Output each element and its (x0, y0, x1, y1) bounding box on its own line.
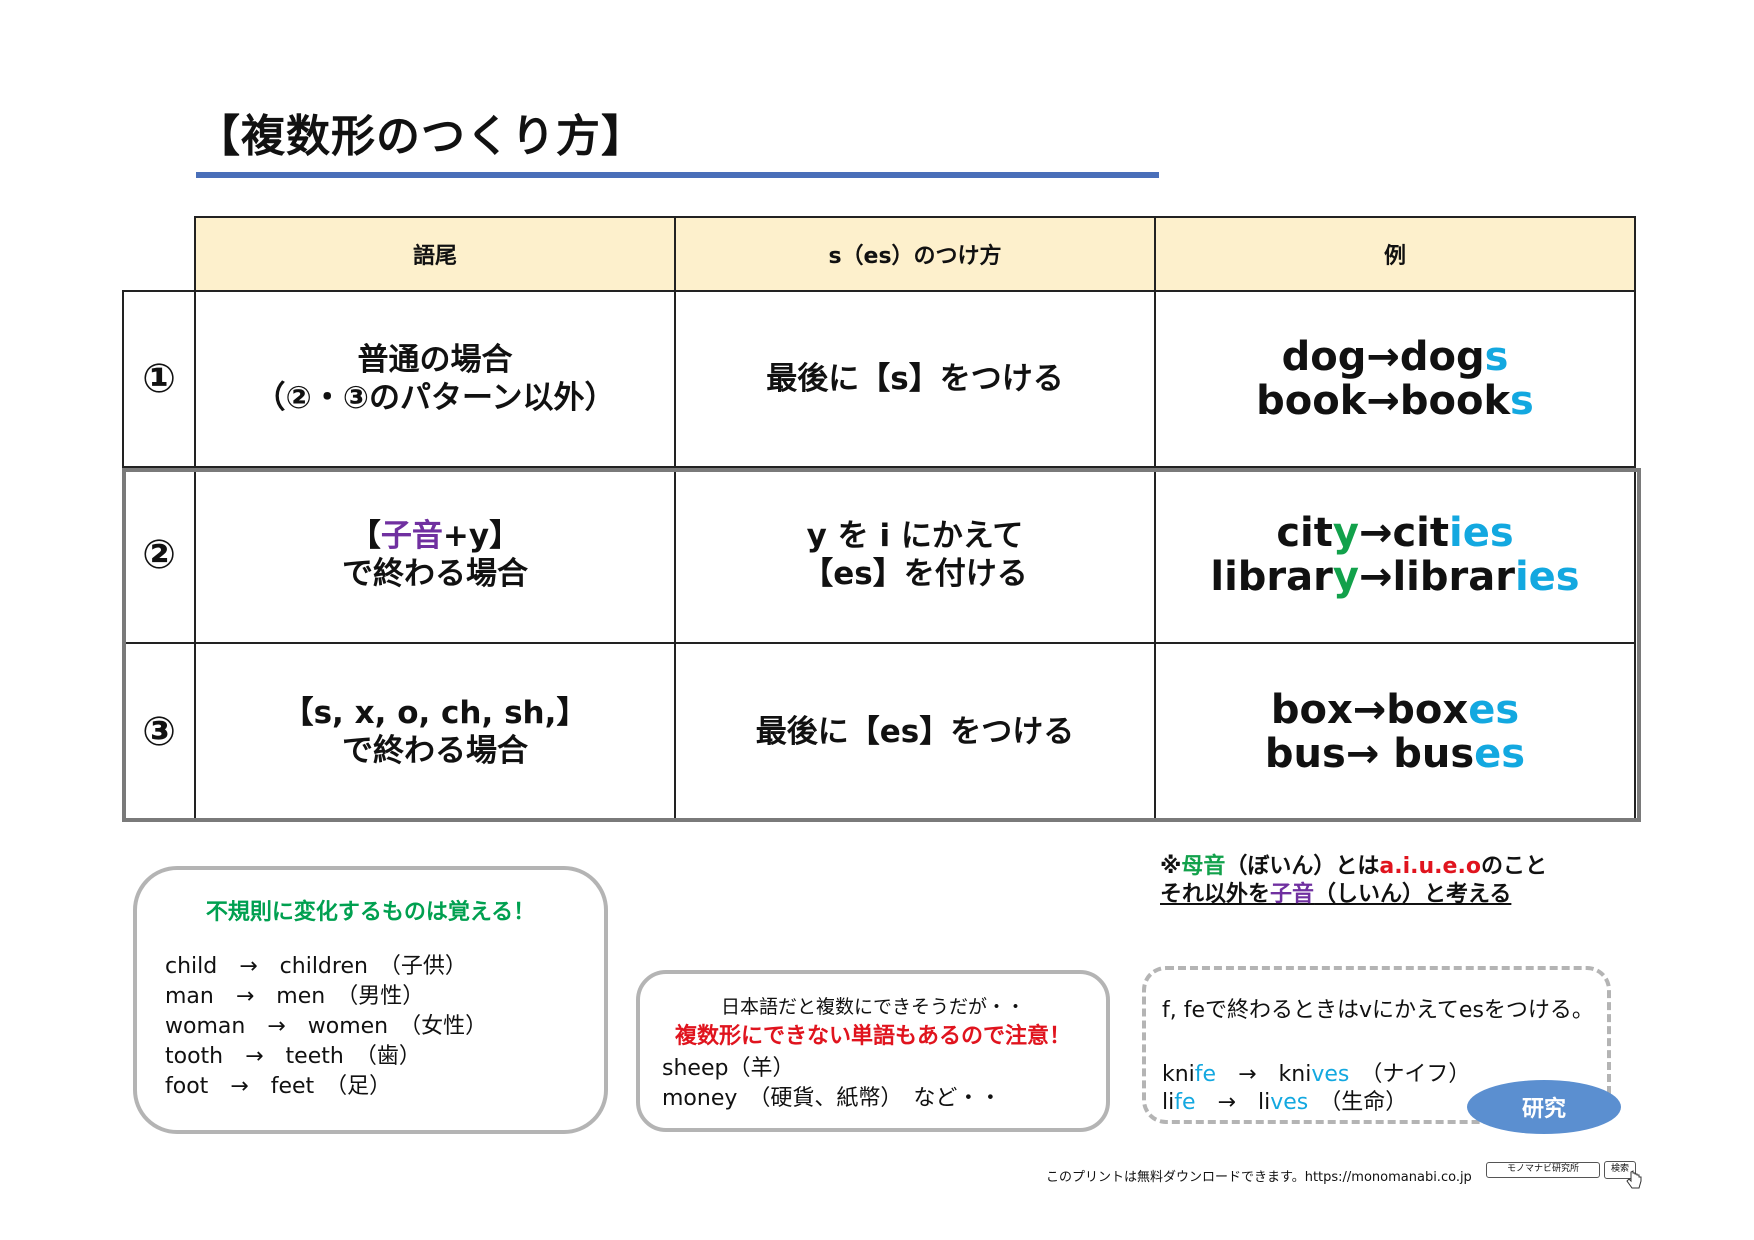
research-badge: 研究 (1467, 1080, 1621, 1134)
ending-line: 【子音+y】 (349, 518, 521, 554)
plural-suffix: es (1474, 731, 1526, 777)
plural-suffix: s (1484, 334, 1509, 380)
ending-line: （②・③のパターン以外） (254, 380, 616, 416)
rule-example: life → lives （生命） (1162, 1090, 1408, 1115)
vowel-note: ※母音（ぼいん）とはa.i.u.e.oのこと それ以外を子音（しいん）と考える (1160, 853, 1547, 909)
list-item: tooth → teeth （歯） (165, 1044, 421, 1069)
row-number: ② (122, 466, 196, 644)
page-title: 【複数形のつくり方】 (196, 111, 646, 162)
consonant-highlight: 子音 (380, 518, 443, 554)
example-line: city→cities (1276, 510, 1514, 556)
header-method: s（es）のつけ方 (674, 216, 1156, 292)
rule-example: knife → knives （ナイフ） (1162, 1062, 1471, 1087)
method-line: 最後に【es】をつける (755, 714, 1075, 750)
consonant-term: 子音 (1270, 882, 1315, 907)
ending-line: 【s, x, o, ch, sh,】 (282, 695, 588, 731)
list-item: foot → feet （足） (165, 1074, 392, 1099)
ending-cell: 【子音+y】 で終わる場合 (194, 466, 676, 644)
example-line: bus→ buses (1264, 731, 1526, 777)
method-cell: y を i にかえて 【es】を付ける (674, 466, 1156, 644)
plural-suffix: ies (1449, 510, 1514, 556)
f-fe-rule-box: f, feで終わるときはvにかえてesをつける。 knife → knives … (1142, 966, 1611, 1124)
vowel-note-line: ※母音（ぼいん）とはa.i.u.e.oのこと (1160, 854, 1547, 879)
list-item: child → children （子供） (165, 954, 467, 979)
vowel-letters: a.i.u.e.o (1379, 854, 1481, 879)
method-cell: 最後に【es】をつける (674, 642, 1156, 822)
list-item: woman → women （女性） (165, 1014, 488, 1039)
row-number: ③ (122, 642, 196, 822)
row-number-label: ③ (142, 709, 176, 755)
footer-text: このプリントは無料ダウンロードできます。https://monomanabi.c… (1046, 1170, 1472, 1185)
example-line: library→libraries (1210, 554, 1580, 600)
method-line: 【es】を付ける (802, 556, 1028, 592)
rule-text: f, feで終わるときはvにかえてesをつける。 (1162, 998, 1594, 1023)
example-cell: box→boxes bus→ buses (1154, 642, 1636, 822)
row-number-label: ② (142, 532, 176, 578)
plural-suffix: s (1510, 378, 1534, 424)
consonant-note-line: それ以外を子音（しいん）と考える (1160, 882, 1512, 907)
method-cell: 最後に【s】をつける (674, 290, 1156, 468)
search-input[interactable]: モノマナビ研究所 (1486, 1162, 1600, 1178)
example-cell: dog→dogs book→books (1154, 290, 1636, 468)
y-ending: y (1332, 510, 1359, 556)
irregular-heading: 不規則に変化するものは覚える！ (205, 900, 536, 925)
caution-example: money （硬貨、紙幣） など・・ (662, 1086, 1002, 1111)
irregular-plurals-box: 不規則に変化するものは覚える！ child → children （子供） ma… (133, 866, 608, 1134)
ending-line: で終わる場合 (342, 556, 528, 592)
example-line: book→books (1256, 378, 1534, 424)
caution-warning: 複数形にできない単語もあるので注意！ (674, 1024, 1071, 1049)
header-example: 例 (1154, 216, 1636, 292)
uncountable-caution-box: 日本語だと複数にできそうだが・・ 複数形にできない単語もあるので注意！ shee… (636, 970, 1110, 1132)
hand-cursor-icon (1626, 1170, 1642, 1189)
search-button[interactable]: 検索 (1604, 1161, 1636, 1179)
plural-suffix: es (1468, 687, 1520, 733)
row-number-label: ① (142, 356, 176, 402)
method-line: y を i にかえて (806, 518, 1024, 554)
list-item: man → men （男性） (165, 984, 425, 1009)
example-line: box→boxes (1270, 687, 1520, 733)
irregular-list: child → children （子供） man → men （男性） wom… (165, 952, 487, 1102)
ending-line: で終わる場合 (342, 733, 528, 769)
title-underline (196, 172, 1159, 178)
example-cell: city→cities library→libraries (1154, 466, 1636, 644)
ending-cell: 普通の場合 （②・③のパターン以外） (194, 290, 676, 468)
caution-intro: 日本語だと複数にできそうだが・・ (720, 996, 1025, 1018)
ending-line: 普通の場合 (357, 342, 513, 378)
caution-example: sheep（羊） (662, 1056, 795, 1081)
header-ending: 語尾 (194, 216, 676, 292)
y-ending: y (1332, 554, 1359, 600)
example-line: dog→dogs (1281, 334, 1509, 380)
vowel-term: 母音 (1181, 854, 1226, 879)
row-number: ① (122, 290, 196, 468)
plural-suffix: ies (1514, 554, 1580, 600)
method-line: 最後に【s】をつける (766, 361, 1064, 397)
ending-cell: 【s, x, o, ch, sh,】 で終わる場合 (194, 642, 676, 822)
